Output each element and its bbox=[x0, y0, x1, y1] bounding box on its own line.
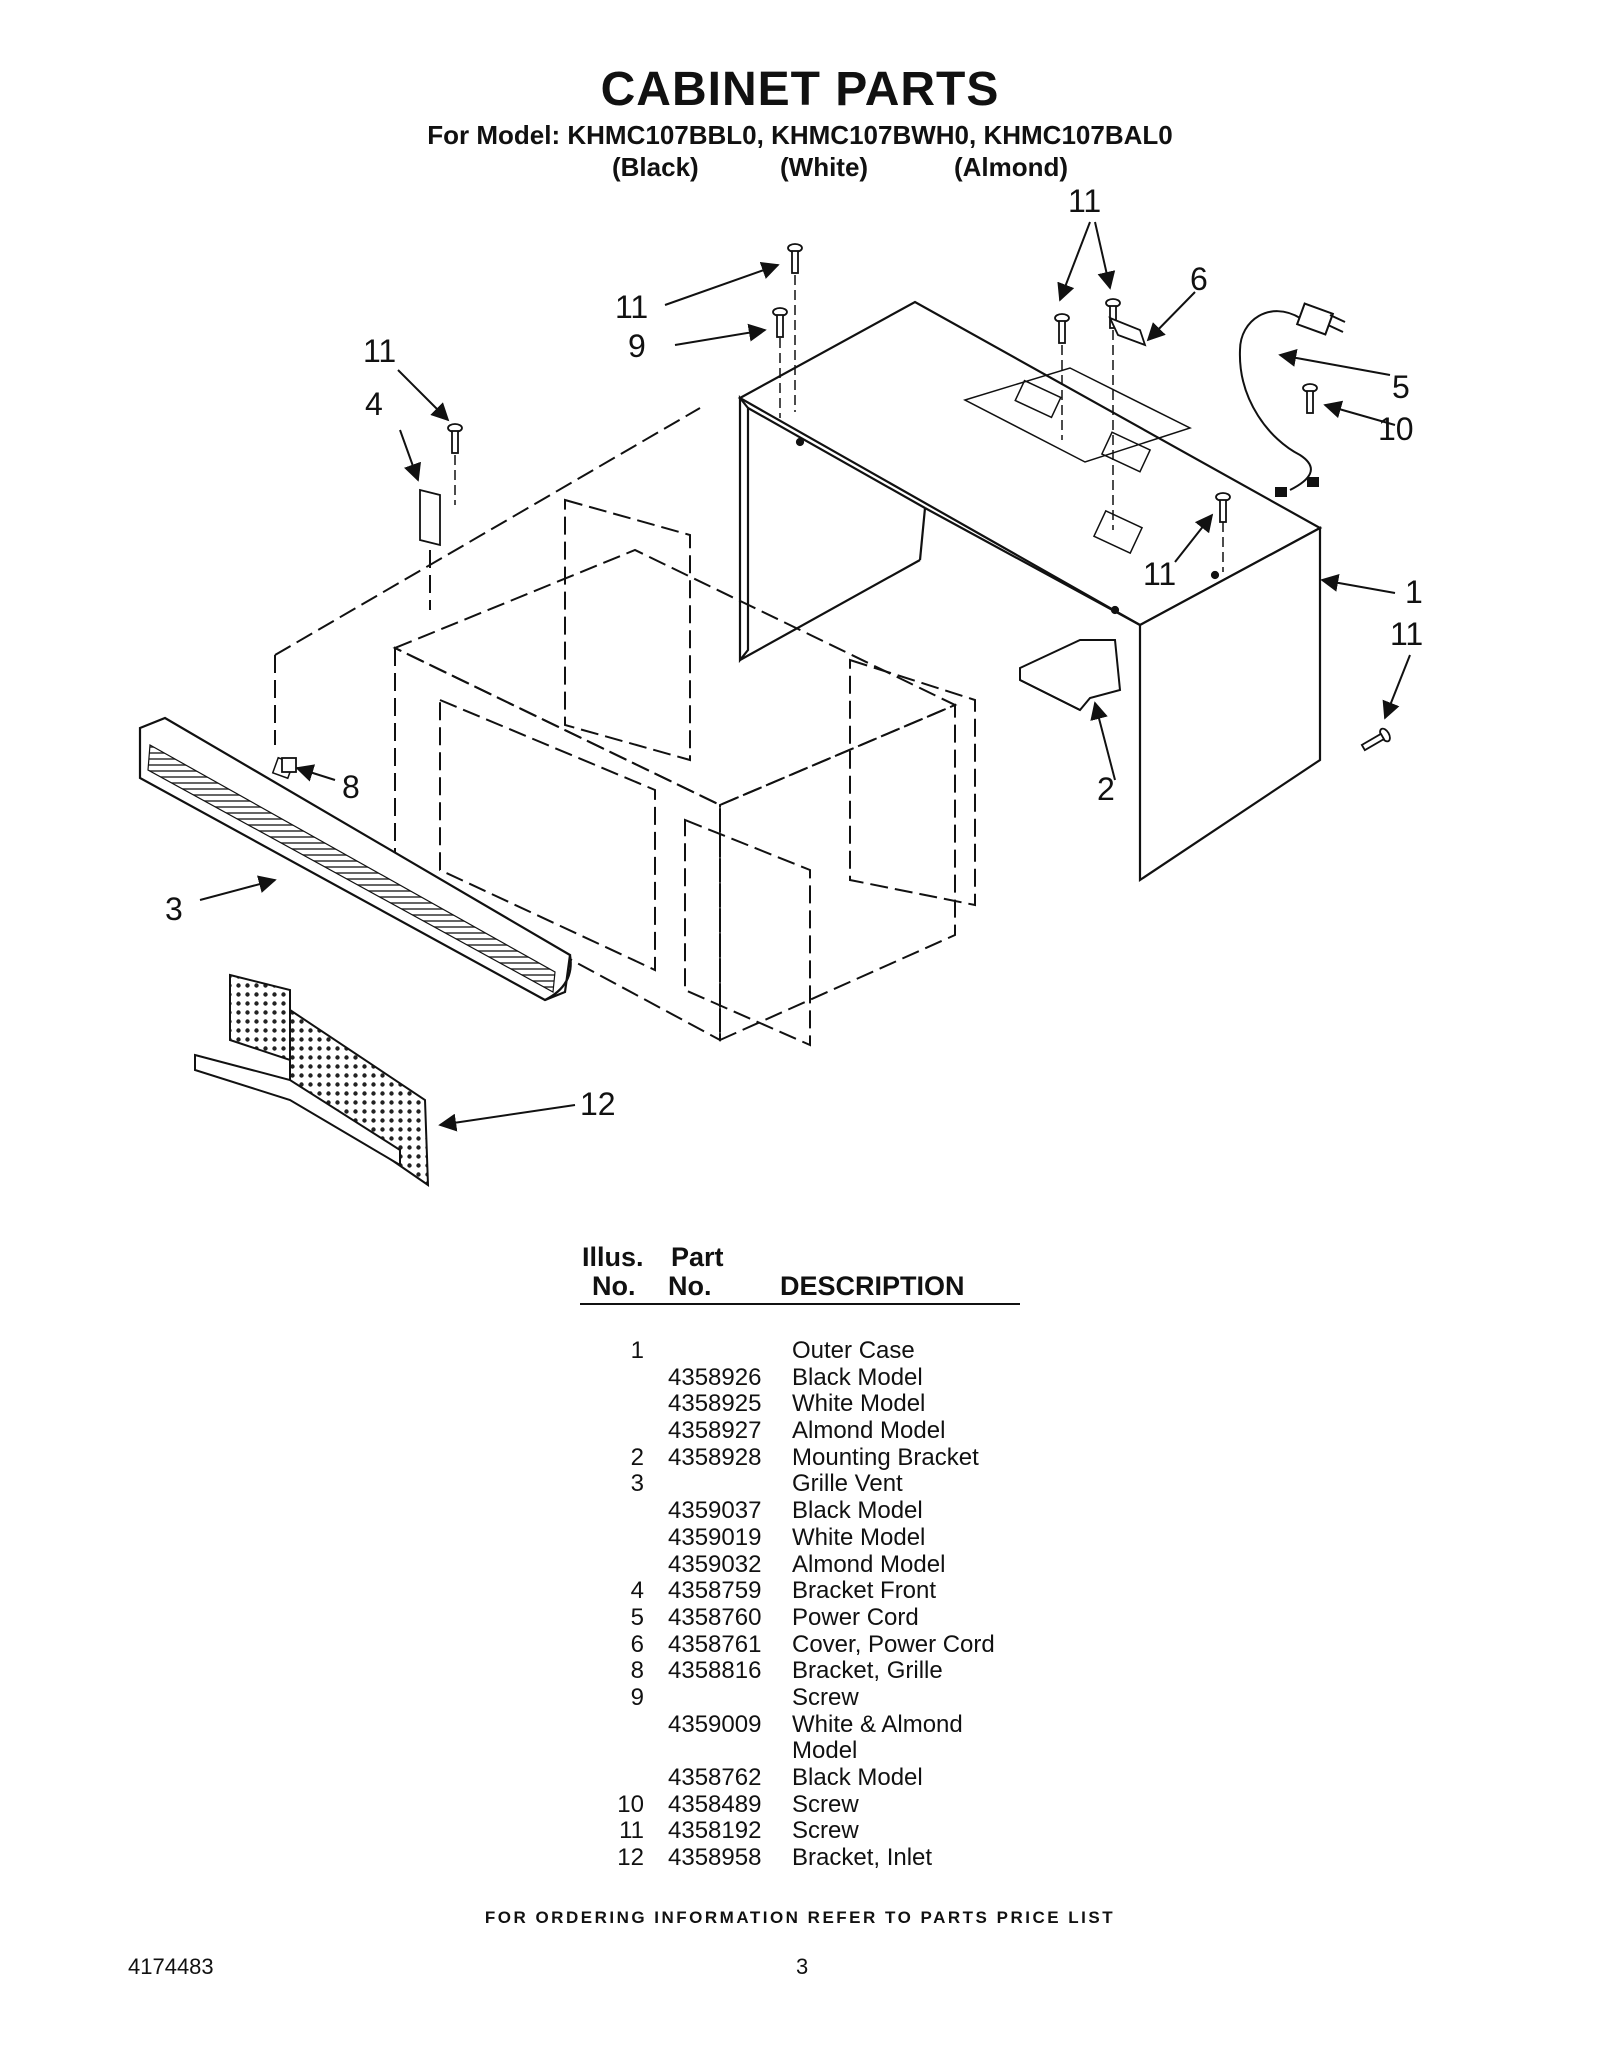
illus-no: 1 bbox=[630, 1337, 644, 1364]
header-rule bbox=[580, 1303, 1020, 1305]
part-no: 4358928 bbox=[668, 1443, 762, 1471]
part-no: 4358192 bbox=[668, 1817, 762, 1845]
part-no: 4358761 bbox=[668, 1630, 762, 1658]
part-no: 4359019 bbox=[668, 1523, 762, 1551]
description: Mounting Bracket bbox=[792, 1443, 979, 1471]
description: Model bbox=[792, 1737, 858, 1765]
description: Bracket, Inlet bbox=[792, 1844, 933, 1872]
header-part-no: No. bbox=[668, 1271, 712, 1301]
description: White & Almond bbox=[792, 1710, 963, 1738]
description: Cover, Power Cord bbox=[792, 1630, 995, 1658]
callout-11-case: 11 bbox=[1143, 556, 1176, 592]
description: Power Cord bbox=[792, 1603, 919, 1631]
description: Screw bbox=[792, 1683, 859, 1711]
description: Grille Vent bbox=[792, 1470, 903, 1498]
ordering-note: FOR ORDERING INFORMATION REFER TO PARTS … bbox=[484, 1908, 1116, 1927]
description: Black Model bbox=[792, 1497, 923, 1525]
illus-no: 5 bbox=[630, 1603, 644, 1631]
description: Bracket, Grille bbox=[792, 1657, 943, 1685]
part-no: 4359037 bbox=[668, 1497, 762, 1525]
header-part: Part bbox=[671, 1242, 724, 1272]
callout-labels: 1 2 3 4 5 6 8 9 10 11 11 11 11 11 12 bbox=[165, 183, 1423, 1122]
part-no: 4358489 bbox=[668, 1790, 762, 1818]
leader-arrows bbox=[199, 221, 1411, 1132]
callout-11-left-screw: 11 bbox=[615, 289, 648, 325]
callout-1: 1 bbox=[1405, 574, 1423, 610]
outer-case bbox=[737, 300, 1323, 883]
color-almond: (Almond) bbox=[954, 152, 1069, 182]
grille-vent bbox=[138, 716, 572, 1002]
description: White Model bbox=[792, 1390, 926, 1418]
callout-3: 3 bbox=[165, 891, 183, 927]
part-no: 4358816 bbox=[668, 1657, 762, 1685]
callout-11-side: 11 bbox=[1390, 616, 1423, 652]
part-no: 4359032 bbox=[668, 1550, 762, 1578]
description: Almond Model bbox=[792, 1550, 946, 1578]
illus-no: 6 bbox=[630, 1630, 644, 1658]
callout-5: 5 bbox=[1392, 369, 1410, 405]
illus-no: 2 bbox=[630, 1443, 644, 1471]
part-no: 4358762 bbox=[668, 1764, 762, 1791]
illus-no: 9 bbox=[630, 1683, 644, 1711]
inlet-bracket bbox=[194, 973, 430, 1187]
callout-11-bracket: 11 bbox=[363, 333, 396, 369]
callout-9: 9 bbox=[628, 328, 646, 364]
page-number: 3 bbox=[796, 1954, 809, 1979]
callout-10: 10 bbox=[1378, 411, 1414, 447]
description: White Model bbox=[792, 1523, 926, 1551]
header-illus: Illus. bbox=[582, 1242, 644, 1272]
exploded-parts-diagram: 1 2 3 4 5 6 8 9 10 11 11 11 11 11 12 bbox=[138, 183, 1423, 1187]
illus-no: 11 bbox=[619, 1817, 644, 1845]
callout-2: 2 bbox=[1097, 771, 1115, 807]
part-no: 4358926 bbox=[668, 1363, 762, 1391]
part-no: 4358925 bbox=[668, 1390, 762, 1418]
inner-cavity bbox=[274, 407, 976, 1047]
callout-8: 8 bbox=[342, 769, 360, 805]
part-no: 4358927 bbox=[668, 1417, 762, 1445]
color-white: (White) bbox=[780, 152, 869, 182]
part-no: 4358759 bbox=[668, 1577, 762, 1605]
description: Screw bbox=[792, 1817, 859, 1845]
part-no: 4359009 bbox=[668, 1710, 762, 1738]
illus-no: 4 bbox=[630, 1577, 644, 1605]
illus-no: 8 bbox=[630, 1657, 644, 1685]
document-number: 4174483 bbox=[128, 1954, 214, 1979]
callout-11-top: 11 bbox=[1068, 183, 1101, 219]
model-line: For Model: KHMC107BBL0, KHMC107BWH0, KHM… bbox=[427, 120, 1173, 150]
callout-12: 12 bbox=[580, 1086, 616, 1122]
description: Outer Case bbox=[792, 1337, 915, 1364]
screws bbox=[281, 243, 1391, 773]
illus-no: 12 bbox=[617, 1844, 644, 1872]
callout-6: 6 bbox=[1190, 261, 1208, 297]
callout-4: 4 bbox=[365, 386, 383, 422]
illus-no: 10 bbox=[617, 1790, 644, 1818]
description: Black Model bbox=[792, 1764, 923, 1791]
description: Bracket Front bbox=[792, 1577, 937, 1605]
part-no: 4358958 bbox=[668, 1844, 762, 1872]
page-title: CABINET PARTS bbox=[600, 63, 1000, 116]
color-black: (Black) bbox=[612, 152, 699, 182]
header-description: DESCRIPTION bbox=[780, 1271, 965, 1301]
description: Screw bbox=[792, 1790, 859, 1818]
mounting-bracket bbox=[1019, 639, 1122, 712]
power-cord bbox=[1238, 302, 1346, 497]
part-no: 4358760 bbox=[668, 1603, 762, 1631]
description: Almond Model bbox=[792, 1417, 946, 1445]
description: Black Model bbox=[792, 1363, 923, 1391]
illus-no: 3 bbox=[630, 1470, 644, 1498]
header-illus-no: No. bbox=[592, 1271, 636, 1301]
